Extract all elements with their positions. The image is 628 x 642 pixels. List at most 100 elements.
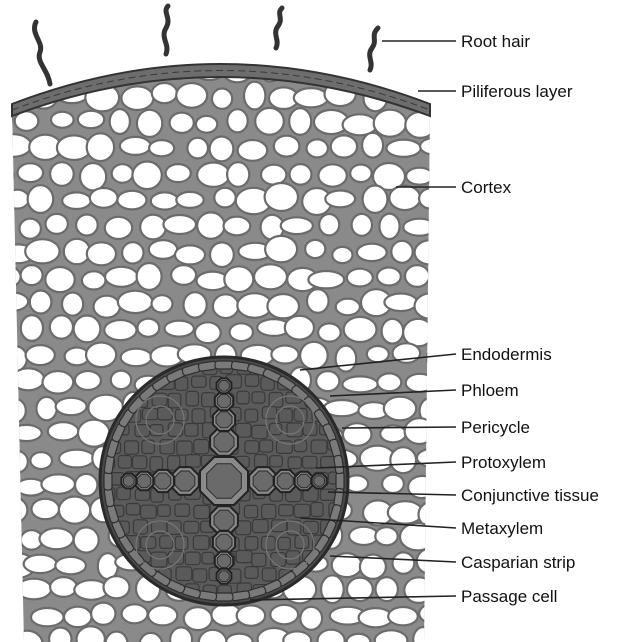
conjunctive-cell bbox=[177, 441, 192, 455]
cortex-cell bbox=[224, 217, 251, 236]
xylem-vessel-lumen bbox=[137, 474, 150, 487]
xylem-vessel-lumen bbox=[175, 471, 195, 491]
cortex-cell bbox=[0, 421, 8, 443]
cortex-cell bbox=[237, 605, 265, 625]
cortex-cell bbox=[117, 191, 146, 210]
cortex-cell bbox=[75, 474, 97, 496]
conjunctive-cell bbox=[245, 409, 258, 422]
cortex-cell bbox=[342, 376, 377, 392]
cortex-cell bbox=[0, 322, 15, 339]
cortex-cell bbox=[45, 267, 74, 292]
conjunctive-cell bbox=[278, 537, 290, 549]
conjunctive-cell bbox=[184, 521, 199, 533]
cortex-cell bbox=[149, 140, 174, 156]
cortex-cell bbox=[374, 60, 401, 77]
xylem-vessel-lumen bbox=[217, 554, 230, 567]
cortex-cell bbox=[184, 292, 207, 317]
cortex-cell bbox=[226, 634, 252, 642]
cortex-cell bbox=[19, 57, 40, 84]
cortex-cell bbox=[165, 321, 194, 337]
cortex-cell bbox=[388, 501, 423, 524]
conjunctive-cell bbox=[311, 440, 327, 454]
cortex-cell bbox=[195, 322, 221, 343]
cortex-cell bbox=[0, 372, 13, 394]
xylem-vessel-lumen bbox=[207, 464, 242, 499]
cortex-cell bbox=[384, 397, 416, 421]
endodermis-cell bbox=[336, 472, 344, 490]
cortex-cell bbox=[111, 371, 131, 390]
cortex-cell bbox=[420, 138, 446, 154]
label-metaxylem: Metaxylem bbox=[461, 519, 543, 538]
cortex-cell bbox=[375, 630, 408, 642]
cortex-cell bbox=[187, 138, 208, 159]
cortex-cell bbox=[386, 140, 420, 157]
cortex-cell bbox=[0, 497, 27, 524]
cortex-cell bbox=[62, 293, 83, 316]
cortex-cell bbox=[415, 240, 446, 264]
cortex-cell bbox=[30, 291, 52, 314]
cortex-cell bbox=[78, 111, 104, 128]
label-root-hair: Root hair bbox=[461, 32, 530, 51]
conjunctive-cell bbox=[158, 505, 171, 516]
cortex-cell bbox=[77, 626, 105, 642]
conjunctive-cell bbox=[186, 391, 198, 406]
cortex-cell bbox=[49, 628, 71, 642]
cortex-cell bbox=[121, 349, 152, 367]
cortex-cell bbox=[367, 346, 389, 362]
cortex-cell bbox=[285, 316, 314, 340]
cortex-cell bbox=[75, 371, 101, 390]
xylem-vessel-lumen bbox=[214, 432, 234, 452]
cortex-cell bbox=[0, 584, 14, 600]
conjunctive-cell bbox=[160, 440, 174, 454]
cortex-cell bbox=[294, 88, 328, 107]
cortex-cell bbox=[377, 268, 401, 286]
cortex-cell bbox=[74, 316, 101, 343]
conjunctive-cell bbox=[271, 553, 286, 567]
cortex-cell bbox=[212, 89, 232, 109]
conjunctive-cell bbox=[141, 505, 157, 518]
cortex-cell bbox=[105, 217, 132, 239]
cortex-cell bbox=[121, 86, 153, 110]
cortex-cell bbox=[18, 163, 44, 182]
conjunctive-cell bbox=[160, 536, 173, 549]
cortex-cell bbox=[0, 134, 31, 157]
xylem-vessel-lumen bbox=[216, 534, 232, 550]
cortex-cell bbox=[176, 83, 207, 108]
cortex-cell bbox=[224, 266, 253, 292]
cortex-cell bbox=[210, 137, 234, 162]
cortex-cell bbox=[307, 289, 329, 313]
conjunctive-cell bbox=[175, 536, 188, 549]
xylem-vessel-lumen bbox=[124, 476, 135, 487]
cortex-cell bbox=[197, 212, 224, 238]
cortex-cell bbox=[214, 188, 235, 208]
cortex-cell bbox=[290, 164, 312, 185]
cortex-cell bbox=[59, 450, 94, 468]
cortex-cell bbox=[48, 422, 79, 440]
conjunctive-cell bbox=[192, 376, 206, 387]
cortex-cell bbox=[50, 577, 77, 597]
endodermis-cell bbox=[231, 591, 250, 601]
label-endodermis: Endodermis bbox=[461, 345, 552, 364]
cortex-cell bbox=[30, 452, 52, 469]
cortex-cell bbox=[390, 447, 416, 473]
cortex-cell bbox=[21, 265, 43, 285]
cortex-cell bbox=[4, 346, 27, 371]
cortex-cell bbox=[281, 217, 313, 234]
cortex-cell bbox=[118, 291, 153, 313]
cortex-cell bbox=[197, 163, 230, 187]
cortex-cell bbox=[11, 425, 42, 441]
cortex-cell bbox=[94, 296, 120, 318]
cortex-cell bbox=[375, 527, 397, 545]
cortex-cell bbox=[51, 112, 74, 128]
label-passage-cell: Passage cell bbox=[461, 587, 557, 606]
cortex-cell bbox=[170, 627, 192, 642]
conjunctive-cell bbox=[194, 505, 210, 518]
conjunctive-cell bbox=[252, 392, 265, 403]
cortex-cell bbox=[62, 192, 91, 209]
cortex-cell bbox=[213, 294, 239, 318]
cortex-cell bbox=[5, 190, 29, 209]
cortex-cell bbox=[404, 577, 433, 603]
label-piliferous-layer: Piliferous layer bbox=[461, 82, 573, 101]
cortex-cell bbox=[415, 293, 448, 319]
conjunctive-cell bbox=[286, 551, 300, 564]
